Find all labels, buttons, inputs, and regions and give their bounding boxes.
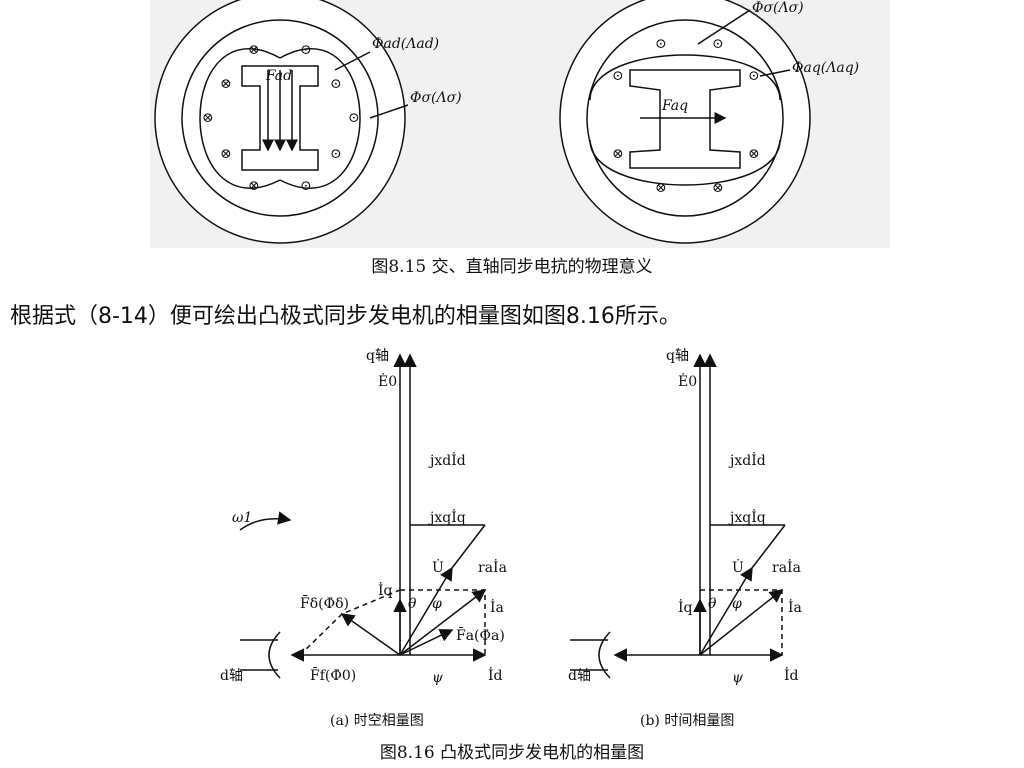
a-label-Id: İd	[488, 666, 503, 684]
right-rotor	[629, 69, 741, 169]
figure-8-15: ⊗ ⊙ ⊗ ⊙ ⊗ ⊙ ⊗ ⊙ ⊗ ⊙ ⊙ ⊙ ⊙ ⊙ ⊗ ⊗ ⊗ ⊗ Φad(…	[150, 0, 890, 248]
a-F-delta	[340, 613, 401, 656]
figure-8-16: q轴 Ė0 jxdİd jxqİq U̇ raİa İq İa İd θ φ ψ…	[220, 340, 820, 730]
conductor-dot-icon: ⊙	[612, 68, 624, 84]
a-label-F-f: F̄f(Φ̇0)	[310, 666, 356, 684]
a-label-raIa: raİa	[478, 558, 507, 576]
a-label-F-delta: F̄δ(Φ̇δ)	[300, 594, 349, 612]
b-label-d-axis: d轴	[568, 668, 591, 684]
conductor-cross-icon: ⊗	[655, 180, 667, 196]
label-F-aq: Faq	[661, 98, 688, 114]
b-label-theta: θ	[708, 596, 717, 612]
conductor-cross-icon: ⊗	[248, 178, 260, 194]
a-label-jxdId: jxdİd	[428, 451, 466, 469]
a-label-phi: φ	[432, 596, 442, 612]
right-stator-inner	[586, 19, 784, 217]
a-label-E0: Ė0	[378, 372, 397, 390]
figure-8-15-drawing: ⊗ ⊙ ⊗ ⊙ ⊗ ⊙ ⊗ ⊙ ⊗ ⊙ ⊙ ⊙ ⊙ ⊙ ⊗ ⊗ ⊗ ⊗ Φad(…	[154, 0, 859, 244]
b-label-Ia: İa	[788, 598, 802, 616]
figure-8-16-caption: 图8.16 凸极式同步发电机的相量图	[379, 743, 645, 763]
b-label-phi: φ	[732, 596, 742, 612]
a-U	[399, 566, 453, 656]
conductor-cross-icon: ⊗	[748, 146, 760, 162]
a-label-Ia: İa	[490, 598, 504, 616]
conductor-dot-icon: ⊙	[748, 68, 760, 84]
left-flux-path	[199, 47, 281, 189]
a-label-d-axis: d轴	[220, 668, 243, 684]
a-label-q-axis: q轴	[366, 348, 389, 364]
conductor-dot-icon: ⊙	[330, 146, 342, 162]
conductor-cross-icon: ⊗	[202, 110, 214, 126]
label-F-ad: Fad	[265, 68, 292, 84]
conductor-dot-icon: ⊙	[348, 110, 360, 126]
left-stator-inner	[181, 19, 379, 217]
figure-8-16-drawing: q轴 Ė0 jxdİd jxqİq U̇ raİa İq İa İd θ φ ψ…	[220, 348, 802, 729]
a-label-Iq: İq	[378, 581, 393, 599]
b-U	[699, 566, 753, 656]
b-label-jxqIq: jxqİq	[728, 508, 766, 526]
conductor-cross-icon: ⊗	[220, 146, 232, 162]
a-F-a	[399, 629, 454, 656]
b-label-jxdId: jxdİd	[728, 451, 766, 469]
a-Ia	[399, 589, 487, 656]
conductor-dot-icon: ⊙	[330, 76, 342, 92]
b-label-Iq: İq	[678, 598, 693, 616]
label-phi-ad: Φad(Λad)	[372, 36, 439, 52]
label-phi-aq: Φaq(Λaq)	[792, 60, 859, 76]
conductor-cross-icon: ⊗	[612, 146, 624, 162]
a-caption: (a) 时空相量图	[330, 713, 424, 729]
a-label-F-a: F̄a(Φ̇a)	[456, 626, 505, 644]
b-label-U: U̇	[732, 558, 744, 576]
a-label-jxqIq: jxqİq	[428, 508, 466, 526]
conductor-dot-icon: ⊙	[655, 36, 667, 52]
a-label-omega: ω1	[232, 510, 252, 526]
conductor-cross-icon: ⊗	[712, 180, 724, 196]
a-label-U: U̇	[432, 558, 444, 576]
body-paragraph: 根据式（8-14）便可绘出凸极式同步发电机的相量图如图8.16所示。	[10, 304, 681, 329]
conductor-dot-icon: ⊙	[712, 36, 724, 52]
b-Ia	[699, 589, 784, 656]
label-phi-sigma-left: Φσ(Λσ)	[410, 90, 462, 106]
label-phi-sigma-right: Φσ(Λσ)	[752, 0, 804, 16]
conductor-dot-icon: ⊙	[300, 178, 312, 194]
conductor-cross-icon: ⊗	[220, 76, 232, 92]
b-label-Id: İd	[784, 666, 799, 684]
b-label-raIa: raİa	[772, 558, 801, 576]
b-label-psi: ψ	[732, 670, 744, 686]
b-label-q-axis: q轴	[666, 348, 689, 364]
a-label-psi: ψ	[432, 670, 444, 686]
a-label-theta: θ	[408, 596, 417, 612]
b-label-E0: Ė0	[678, 372, 697, 390]
figure-8-15-caption: 图8.15 交、直轴同步电抗的物理意义	[371, 257, 653, 277]
conductor-dot-icon: ⊙	[300, 42, 312, 58]
b-caption: (b) 时间相量图	[640, 713, 734, 729]
right-flux-path	[589, 54, 781, 101]
conductor-cross-icon: ⊗	[248, 42, 260, 58]
